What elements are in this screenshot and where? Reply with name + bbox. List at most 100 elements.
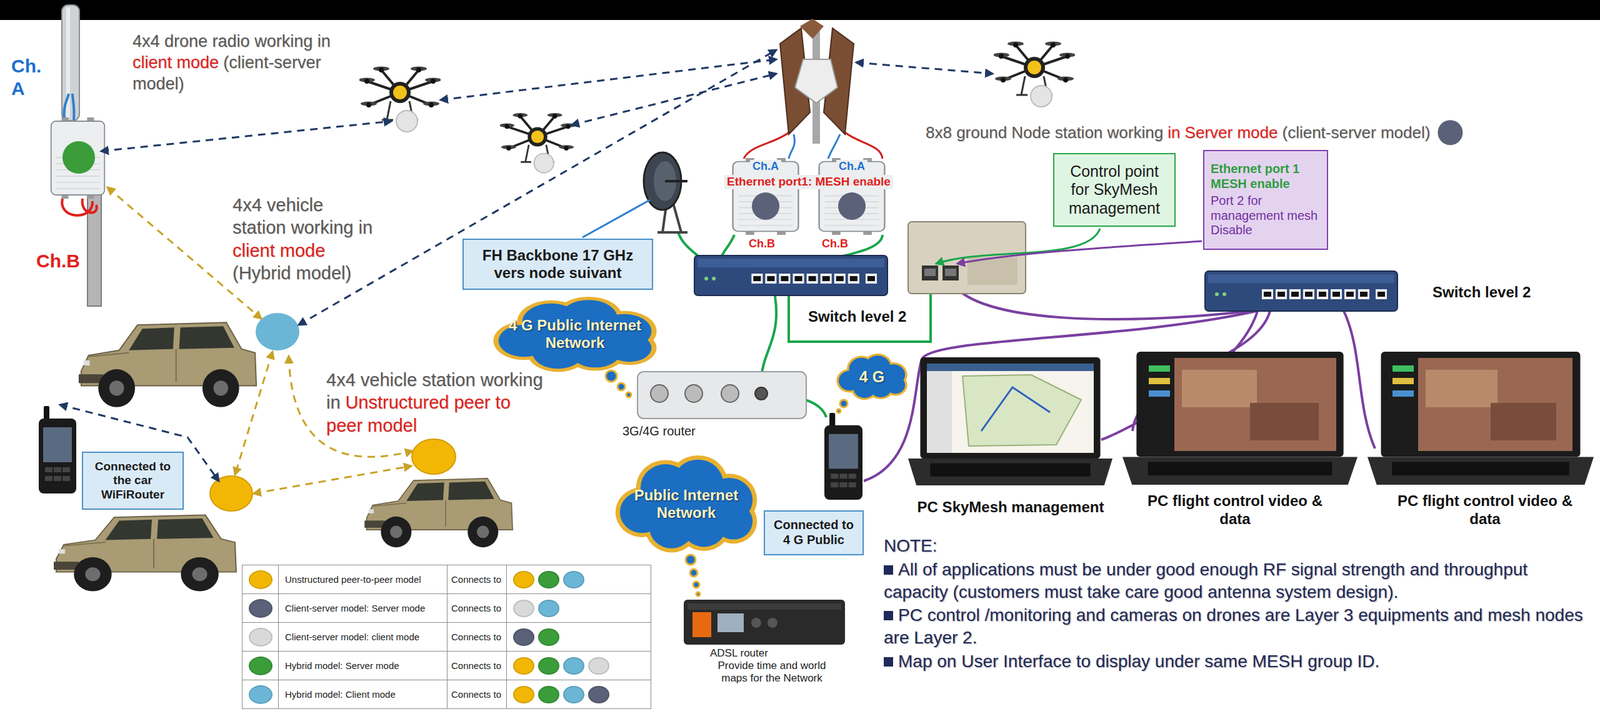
table-cell-text: Connects to [451, 631, 502, 643]
ground-node-antenna [838, 192, 866, 220]
left-mast-radio [61, 5, 80, 121]
laptops [962, 375, 1082, 447]
caption-group: 8x8 ground Node station workingin Server… [925, 122, 1430, 144]
cloud-node: Public Internet Network [612, 455, 760, 553]
network-cables [828, 134, 840, 159]
callout-box: Connected to 4 G Public [763, 510, 864, 556]
mode-circles [210, 120, 1463, 512]
left-mast-radio [63, 93, 69, 120]
switches [694, 255, 1398, 312]
note-item: All of applications must be under good e… [883, 558, 1588, 604]
legend-swatch [248, 628, 273, 647]
label-holder: Ethernet port1: MESH enable [708, 175, 909, 190]
laptops [1144, 358, 1337, 452]
legend-row: Client-server model: client modeConnects… [242, 622, 651, 652]
leader-lines [957, 241, 1202, 264]
cloud-bubbles [685, 555, 696, 565]
laptops [1181, 370, 1257, 408]
legend-row: Client-server model: Server modeConnects… [242, 593, 651, 623]
radio-links [298, 50, 777, 325]
ground-node-antenna [795, 59, 838, 104]
legend-text-cell: Hybrid model: Server mode [278, 651, 448, 680]
cloud-node: 4 G [835, 353, 909, 400]
legend-text-cell: Unstructured peer-to-peer model [278, 565, 448, 594]
mode-caption: 8x8 ground Node station working [925, 123, 1164, 142]
legend-text: Hybrid model: Client mode [285, 689, 444, 700]
cloud-label: Public Internet Network [628, 486, 744, 522]
cloud-bubbles [605, 370, 848, 597]
cloud-bubbles [696, 592, 700, 597]
part-label: Switch level 2 [1432, 283, 1531, 302]
mode-caption: in Server mode [1167, 123, 1278, 142]
adsl-router [692, 612, 712, 638]
mode-caption: (client-server model) [1281, 123, 1430, 142]
callout-box: Connected to the car WiFiRouter [81, 451, 184, 510]
cloud-bubbles [605, 370, 617, 382]
target-dot [513, 600, 535, 618]
legend-row: Unstructured peer-to-peer modelConnects … [242, 565, 651, 594]
left-mast-radio [72, 93, 75, 120]
part-label: PC SkyMesh management [907, 498, 1114, 517]
control-point-device [942, 265, 959, 281]
drones [993, 41, 1076, 108]
legend-row: Hybrid model: Server mode Connects to [242, 651, 651, 680]
table-cell-text: Connects to [451, 603, 502, 614]
note-block: NOTE:All of applications must be under g… [883, 535, 1588, 674]
vehicles [53, 515, 237, 592]
left-mast-radio [82, 198, 97, 213]
legend-connects-cell: Connects to [447, 680, 507, 709]
network-cables [1343, 311, 1375, 449]
adsl-router [687, 603, 842, 610]
legend-swatch-cell [242, 623, 279, 652]
laptops [1392, 390, 1414, 397]
legend-swatch [248, 685, 273, 705]
legend-swatch-cell [242, 594, 279, 623]
dish-antenna [665, 180, 688, 183]
target-dot [538, 628, 560, 647]
table-cell-text: Connects to [451, 574, 502, 585]
part-label: Ch.B [748, 237, 775, 252]
vehicles [364, 478, 513, 548]
mode-caption: client mode [232, 240, 325, 261]
laptops [1148, 390, 1170, 397]
mode-caption: (Hybrid model) [232, 263, 352, 284]
laptops [1388, 358, 1573, 452]
legend-swatch-cell [242, 651, 279, 680]
network-cables [845, 132, 883, 159]
cloud-bubbles [836, 409, 841, 414]
table-cell-text: Connects to [451, 660, 502, 672]
target-dot [588, 686, 610, 704]
box-label: Connected to the car WiFiRouter [89, 460, 177, 502]
box-label: Control point for SkyMesh management [1060, 162, 1169, 219]
mode-circles [1437, 120, 1463, 145]
adsl-router [751, 618, 762, 629]
ground-node-antenna [751, 192, 780, 220]
target-dot [563, 571, 585, 589]
legend-text: Hybrid model: Server mode [285, 660, 444, 672]
network-cables [788, 134, 795, 159]
leader-lines [936, 228, 1100, 264]
laptops [1367, 351, 1594, 485]
callout-box: Ethernet port 1 MESH enablePort 2 for ma… [1203, 150, 1329, 250]
legend-connects-cell: Connects to [447, 623, 507, 652]
ground-node-antenna [819, 158, 885, 235]
note-item: Map on User Interface to display under s… [883, 650, 1588, 674]
target-dot [513, 628, 535, 647]
legend-connects-cell: Connects to [447, 594, 507, 623]
laptops [926, 371, 952, 454]
radio-links [856, 62, 993, 74]
box-label: Connected to 4 G Public [771, 518, 857, 548]
network-cables [743, 132, 789, 159]
part-label: Provide time and world maps for the Netw… [706, 660, 838, 686]
cloud-bubbles [617, 383, 625, 391]
laptops [1392, 378, 1414, 385]
phones [38, 406, 77, 494]
ground-node-antenna [733, 18, 885, 235]
part-label: PC flight control video & data [1147, 492, 1323, 529]
drones [499, 113, 576, 174]
radio-label: Ethernet port1: MESH enable [724, 175, 894, 190]
target-dot [513, 657, 535, 675]
box-label: Port 2 for management mesh Disable [1210, 193, 1321, 239]
control-point-device [945, 268, 957, 277]
mode-caption: 4x4 drone radio working in [132, 31, 331, 51]
